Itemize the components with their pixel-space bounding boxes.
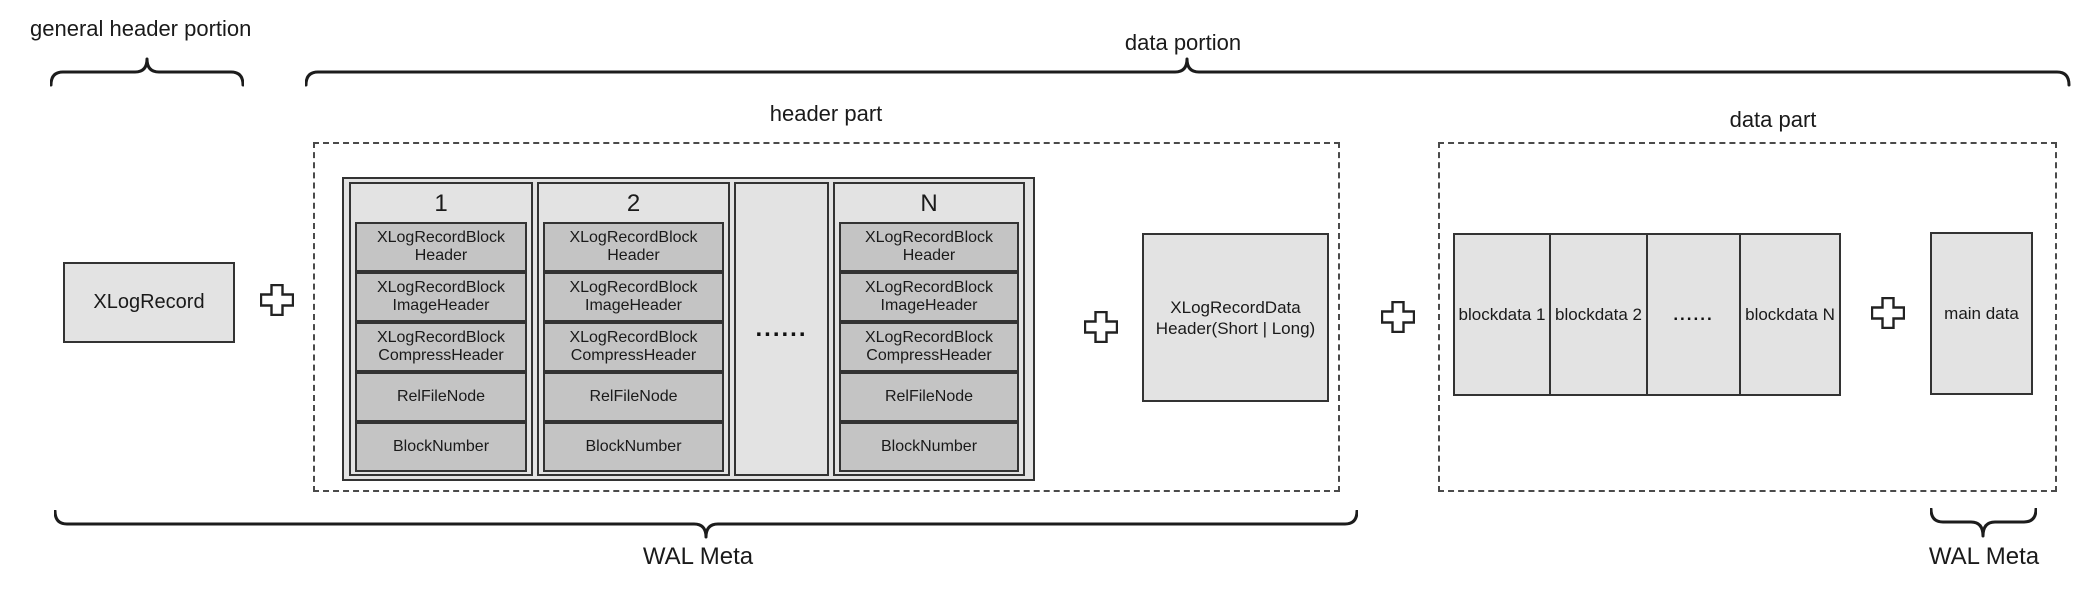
plus-icon [1871, 297, 1905, 329]
general-header-portion-brace [50, 57, 244, 87]
xlogrecordblock-imageheader-row: XLogRecordBlock ImageHeader [839, 272, 1019, 322]
ellipsis-dots: ...... [755, 315, 808, 342]
block-column-ellipsis: ...... [734, 182, 829, 476]
blockdata-1-box: blockdata 1 [1453, 233, 1551, 396]
block-column-1-number: 1 [434, 190, 448, 217]
block-column-n: N XLogRecordBlock Header XLogRecordBlock… [833, 182, 1025, 476]
wal-meta-left-label: WAL Meta [642, 543, 754, 570]
xlogrecord-box: XLogRecord [63, 262, 235, 343]
wal-meta-right-brace [1930, 508, 2037, 538]
block-column-n-number: N [920, 190, 938, 217]
block-headers-container: 1 XLogRecordBlock Header XLogRecordBlock… [342, 177, 1035, 481]
general-header-portion-label: general header portion [30, 16, 252, 41]
wal-meta-left-brace [54, 510, 1358, 539]
xlogrecordblock-header-row: XLogRecordBlock Header [543, 222, 724, 272]
header-part-label: header part [769, 101, 883, 126]
xlogrecordblock-compressheader-row: XLogRecordBlock CompressHeader [543, 322, 724, 372]
blockdata-n-box: blockdata N [1739, 233, 1841, 396]
relfilenode-row: RelFileNode [839, 372, 1019, 422]
blocknumber-row: BlockNumber [543, 422, 724, 472]
blocknumber-row: BlockNumber [839, 422, 1019, 472]
block-column-1: 1 XLogRecordBlock Header XLogRecordBlock… [349, 182, 533, 476]
xlogrecordblock-imageheader-row: XLogRecordBlock ImageHeader [543, 272, 724, 322]
xlogrecordblock-compressheader-row: XLogRecordBlock CompressHeader [355, 322, 527, 372]
data-portion-label: data portion [1124, 30, 1242, 55]
xlogrecorddata-header-label: XLogRecordData Header(Short | Long) [1155, 297, 1316, 338]
blockdata-row: blockdata 1 blockdata 2 ...... blockdata… [1453, 233, 1841, 396]
xlogrecordblock-header-row: XLogRecordBlock Header [839, 222, 1019, 272]
block-column-2-number: 2 [626, 190, 641, 217]
xlogrecordblock-compressheader-row: XLogRecordBlock CompressHeader [839, 322, 1019, 372]
blockdata-2-box: blockdata 2 [1549, 233, 1648, 396]
relfilenode-row: RelFileNode [543, 372, 724, 422]
plus-icon [1381, 301, 1415, 333]
xlogrecordblock-header-row: XLogRecordBlock Header [355, 222, 527, 272]
header-part-region [313, 142, 1340, 492]
block-column-2: 2 XLogRecordBlock Header XLogRecordBlock… [537, 182, 730, 476]
plus-icon [260, 284, 294, 316]
main-data-box: main data [1930, 232, 2033, 395]
plus-icon [1084, 311, 1118, 343]
data-portion-brace [305, 57, 2071, 87]
data-part-label: data part [1729, 107, 1817, 132]
main-data-label: main data [1944, 303, 2019, 323]
blocknumber-row: BlockNumber [355, 422, 527, 472]
data-part-region [1438, 142, 2057, 492]
xlogrecord-label: XLogRecord [93, 291, 205, 313]
wal-meta-right-label: WAL Meta [1928, 543, 2040, 570]
xlogrecordblock-imageheader-row: XLogRecordBlock ImageHeader [355, 272, 527, 322]
relfilenode-row: RelFileNode [355, 372, 527, 422]
blockdata-ellipsis-box: ...... [1646, 233, 1741, 396]
xlogrecorddata-header-box: XLogRecordData Header(Short | Long) [1142, 233, 1329, 402]
